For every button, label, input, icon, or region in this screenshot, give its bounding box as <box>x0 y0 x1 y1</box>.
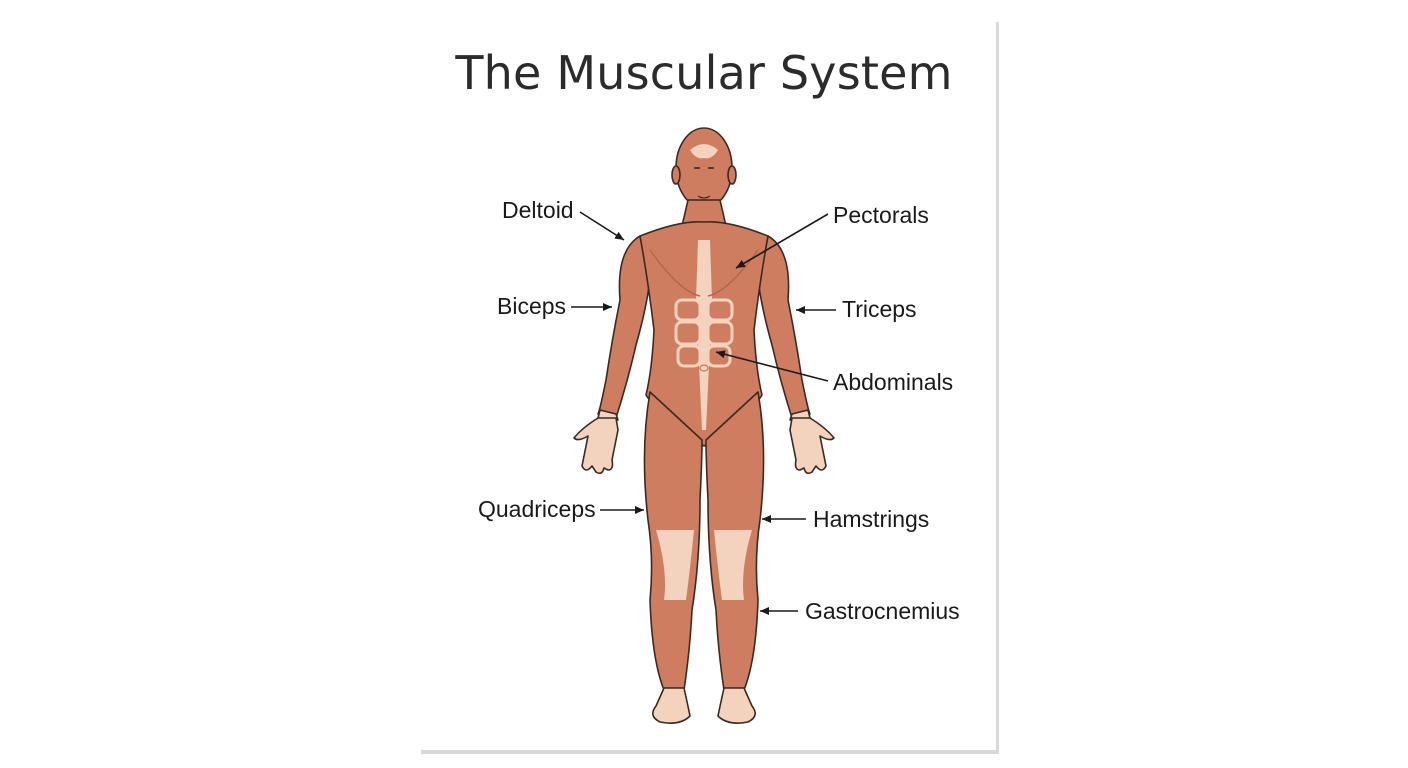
label-pectorals: Pectorals <box>833 202 929 228</box>
diagram-title: The Muscular System <box>455 46 953 100</box>
label-gastrocnemius: Gastrocnemius <box>805 598 960 624</box>
label-deltoid: Deltoid <box>502 197 574 223</box>
label-triceps: Triceps <box>842 296 917 322</box>
arrow-abdominals <box>715 350 829 382</box>
head <box>675 127 733 209</box>
right-foot <box>717 687 756 724</box>
label-hamstrings: Hamstrings <box>813 506 930 532</box>
left-foot <box>652 687 691 724</box>
arrow-deltoid <box>579 211 625 241</box>
label-biceps: Biceps <box>497 293 567 319</box>
left-hand <box>573 417 619 475</box>
left-arm <box>597 235 651 419</box>
label-abdominals: Abdominals <box>833 369 954 395</box>
abs-blocks <box>674 298 734 368</box>
right-arm <box>757 235 811 419</box>
body-outline <box>573 127 835 724</box>
leader-lines <box>571 211 836 615</box>
arrow-pectorals <box>735 213 829 269</box>
label-quadriceps: Quadriceps <box>478 496 596 522</box>
right-hand <box>789 417 835 475</box>
